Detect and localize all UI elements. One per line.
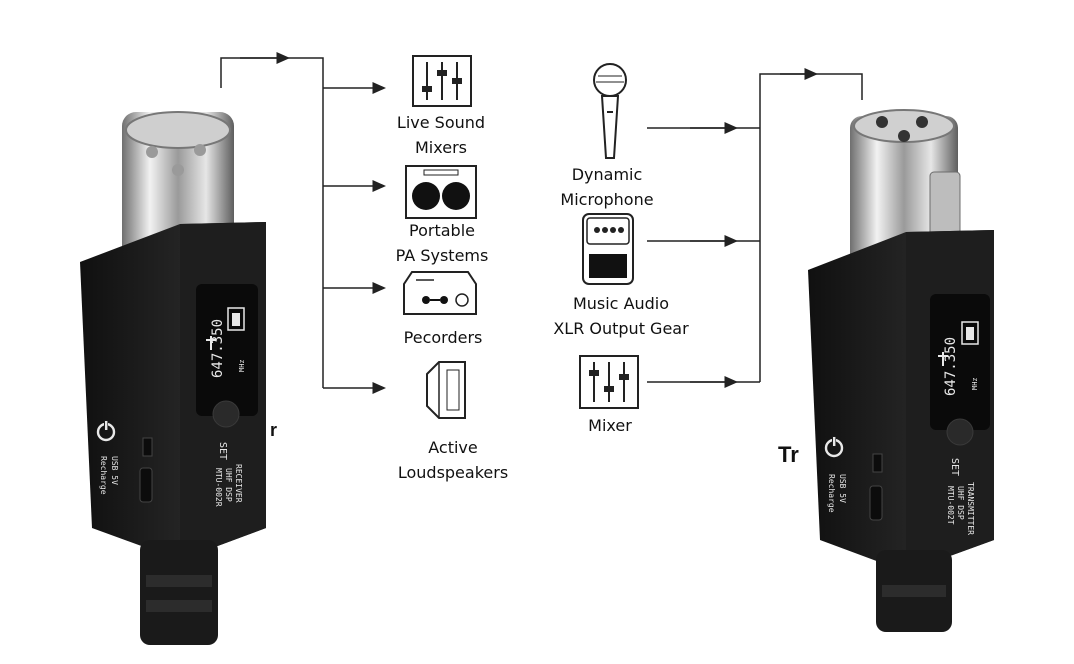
receiver-set-button[interactable] [212, 400, 240, 428]
receiver-usb-port [139, 467, 153, 503]
transmitter-device: 647.350 MHz SET MTU-002T UHF DSP TRANSMI… [808, 109, 994, 632]
truncated-text-right: Tr [778, 442, 799, 467]
speaker-box-icon [405, 165, 477, 219]
receiver-device: 647.350 MHz SET MTU-002R UHF DSP RECEIVE… [80, 111, 266, 645]
receiver-screen [196, 284, 258, 416]
loudspeaker-icon [426, 361, 466, 419]
label-line: Portable [409, 221, 475, 240]
receiver-freq-unit: MHz [238, 359, 246, 372]
transmitter-screen [930, 294, 990, 430]
label-dynamic-microphone: Dynamic Microphone [552, 162, 662, 212]
receiver-power-icon [96, 420, 116, 442]
receiver-freq: 647.350 [210, 319, 226, 378]
label-line: Loudspeakers [397, 463, 509, 482]
transmitter-usb-label2: Recharge [827, 474, 836, 513]
label-line: PA Systems [395, 246, 489, 265]
receiver-line2-label: UHF DSP [224, 468, 233, 502]
receiver-model-label: MTU-002R [214, 468, 223, 507]
effects-pedal-icon [582, 213, 634, 285]
label-line: Mixer [588, 416, 632, 435]
transmitter-usb-port [869, 485, 883, 521]
transmitter-usb-label1: USB 5V [838, 474, 847, 503]
truncated-text-left: r [270, 420, 278, 440]
label-line: Mixers [415, 138, 467, 157]
label-mixer: Mixer [566, 413, 654, 438]
label-line: Pecorders [403, 328, 483, 347]
label-music-audio-gear: Music Audio XLR Output Gear [546, 291, 696, 341]
label-line: Dynamic [571, 165, 643, 184]
transmitter-set-button[interactable] [946, 418, 974, 446]
label-line: XLR Output Gear [553, 319, 689, 338]
label-live-sound-mixers: Live Sound Mixers [385, 110, 497, 160]
transmitter-model-label: MTU-002T [946, 486, 955, 525]
transmitter-line2-label: UHF DSP [956, 486, 965, 520]
transmitter-set-label: SET [949, 458, 960, 476]
transmitter-freq-unit: MHz [971, 377, 979, 390]
recorder-icon [403, 271, 477, 315]
mixer-icon-small [579, 355, 639, 409]
receiver-connection-lines [220, 52, 386, 394]
receiver-usb-label1: USB 5V [110, 456, 119, 485]
receiver-line3-label: RECEIVER [234, 464, 243, 503]
receiver-set-label: SET [217, 442, 228, 460]
transmitter-power-icon [824, 436, 844, 458]
label-line: Active [428, 438, 478, 457]
transmitter-connection-lines [647, 68, 863, 388]
mixer-icon [412, 55, 472, 107]
transmitter-line3-label: TRANSMITTER [966, 482, 975, 535]
label-line: Music Audio [572, 294, 670, 313]
label-active-loudspeakers: Active Loudspeakers [390, 435, 516, 485]
label-recorders: Pecorders [390, 325, 496, 350]
microphone-icon [593, 63, 627, 159]
transmitter-freq: 647.350 [943, 337, 959, 396]
label-portable-pa: Portable PA Systems [380, 218, 504, 268]
receiver-usb-label2: Recharge [99, 456, 108, 495]
label-line: Microphone [560, 190, 654, 209]
label-line: Live Sound [396, 113, 486, 132]
